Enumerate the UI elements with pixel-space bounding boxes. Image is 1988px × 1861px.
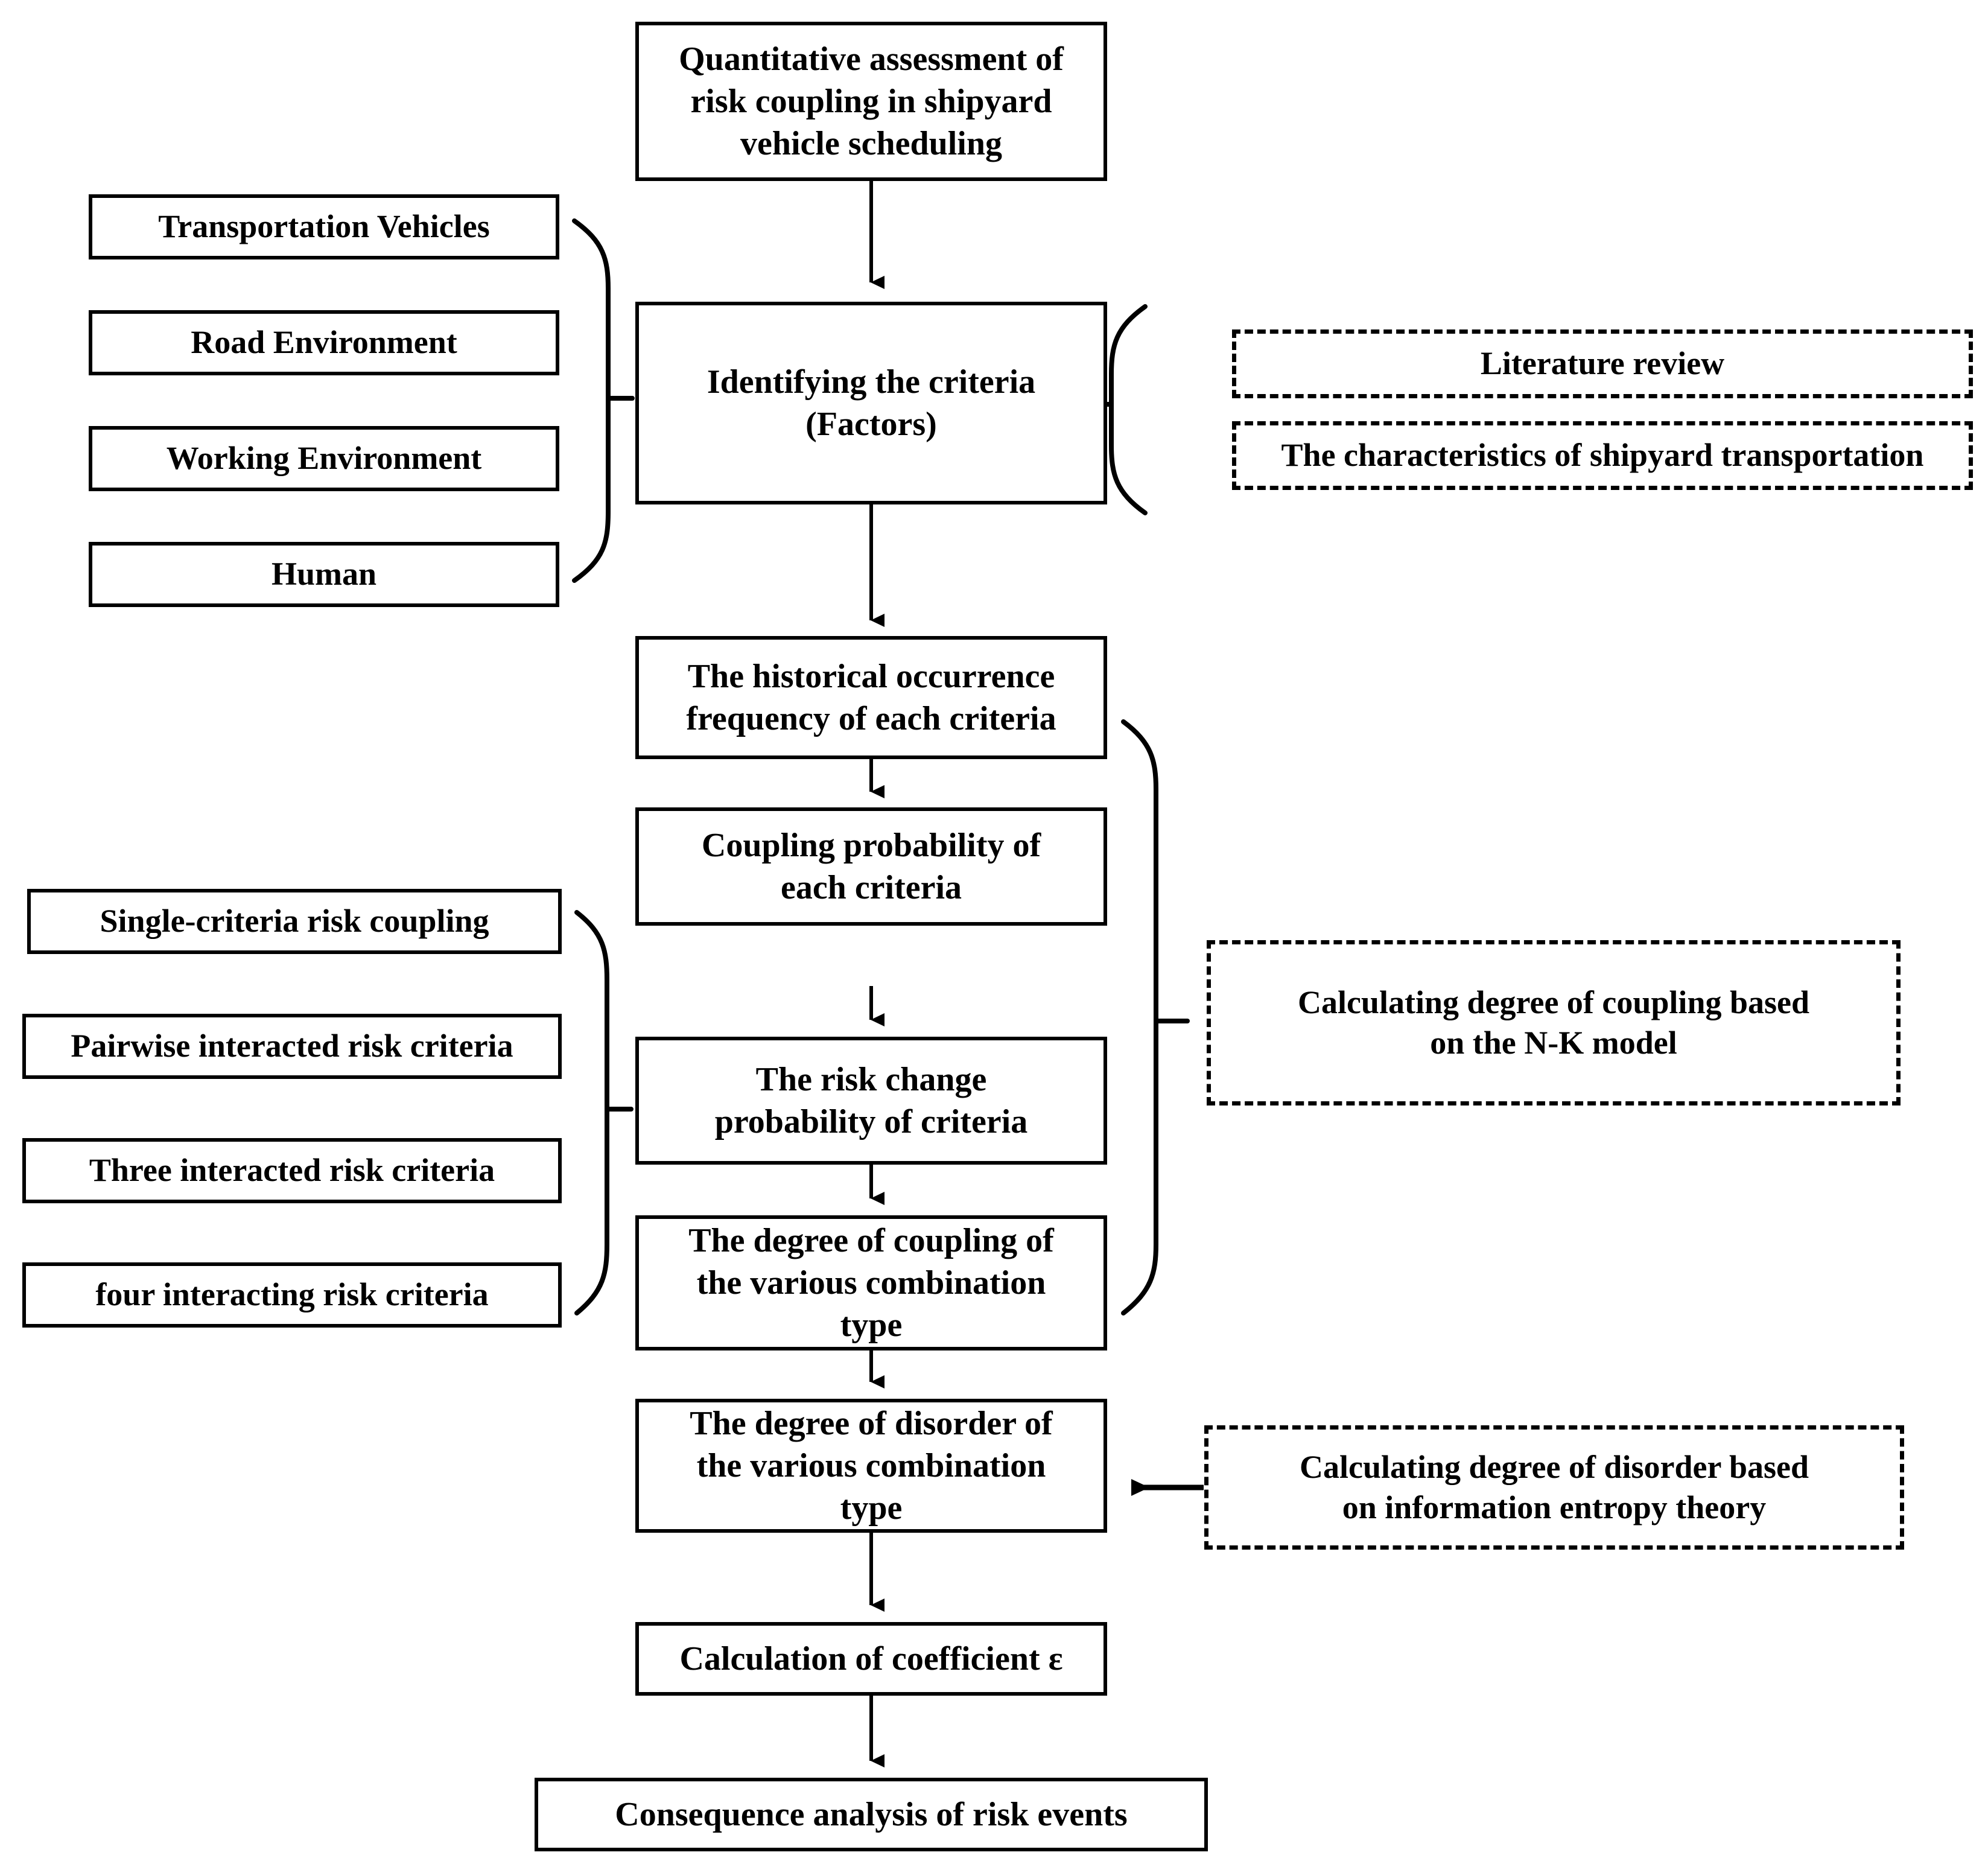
node-consequence-analysis[interactable]: Consequence analysis of risk events [535,1778,1208,1851]
node-coefficient[interactable]: Calculation of coefficient ε [635,1622,1107,1696]
node-coupling-type-four[interactable]: four interacting risk criteria [22,1262,562,1328]
brace-nk-group [1121,719,1158,1315]
brace-coupling-type-group [574,910,609,1315]
brace-sources-group [1109,304,1148,515]
node-entropy-note[interactable]: Calculating degree of disorder based on … [1204,1425,1904,1550]
node-degree-of-disorder[interactable]: The degree of disorder of the various co… [635,1399,1107,1533]
node-criteria-working-environment[interactable]: Working Environment [89,426,559,491]
node-criteria-transportation-vehicles[interactable]: Transportation Vehicles [89,194,559,259]
node-source-shipyard-characteristics[interactable]: The characteristics of shipyard transpor… [1232,421,1973,490]
node-source-literature-review[interactable]: Literature review [1232,329,1973,398]
node-criteria-human[interactable]: Human [89,542,559,607]
node-identify-criteria[interactable]: Identifying the criteria (Factors) [635,302,1107,504]
node-coupling-type-three[interactable]: Three interacted risk criteria [22,1138,562,1203]
node-coupling-type-pairwise[interactable]: Pairwise interacted risk criteria [22,1014,562,1079]
node-risk-change-probability[interactable]: The risk change probability of criteria [635,1037,1107,1165]
node-coupling-probability[interactable]: Coupling probability of each criteria [635,807,1107,926]
node-nk-model-note[interactable]: Calculating degree of coupling based on … [1207,940,1901,1105]
node-historical-frequency[interactable]: The historical occurrence frequency of e… [635,636,1107,759]
node-degree-of-coupling[interactable]: The degree of coupling of the various co… [635,1215,1107,1350]
brace-criteria-group [572,218,611,583]
node-criteria-road-environment[interactable]: Road Environment [89,310,559,375]
node-coupling-type-single[interactable]: Single-criteria risk coupling [27,889,562,954]
node-title-box[interactable]: Quantitative assessment of risk coupling… [635,22,1107,181]
